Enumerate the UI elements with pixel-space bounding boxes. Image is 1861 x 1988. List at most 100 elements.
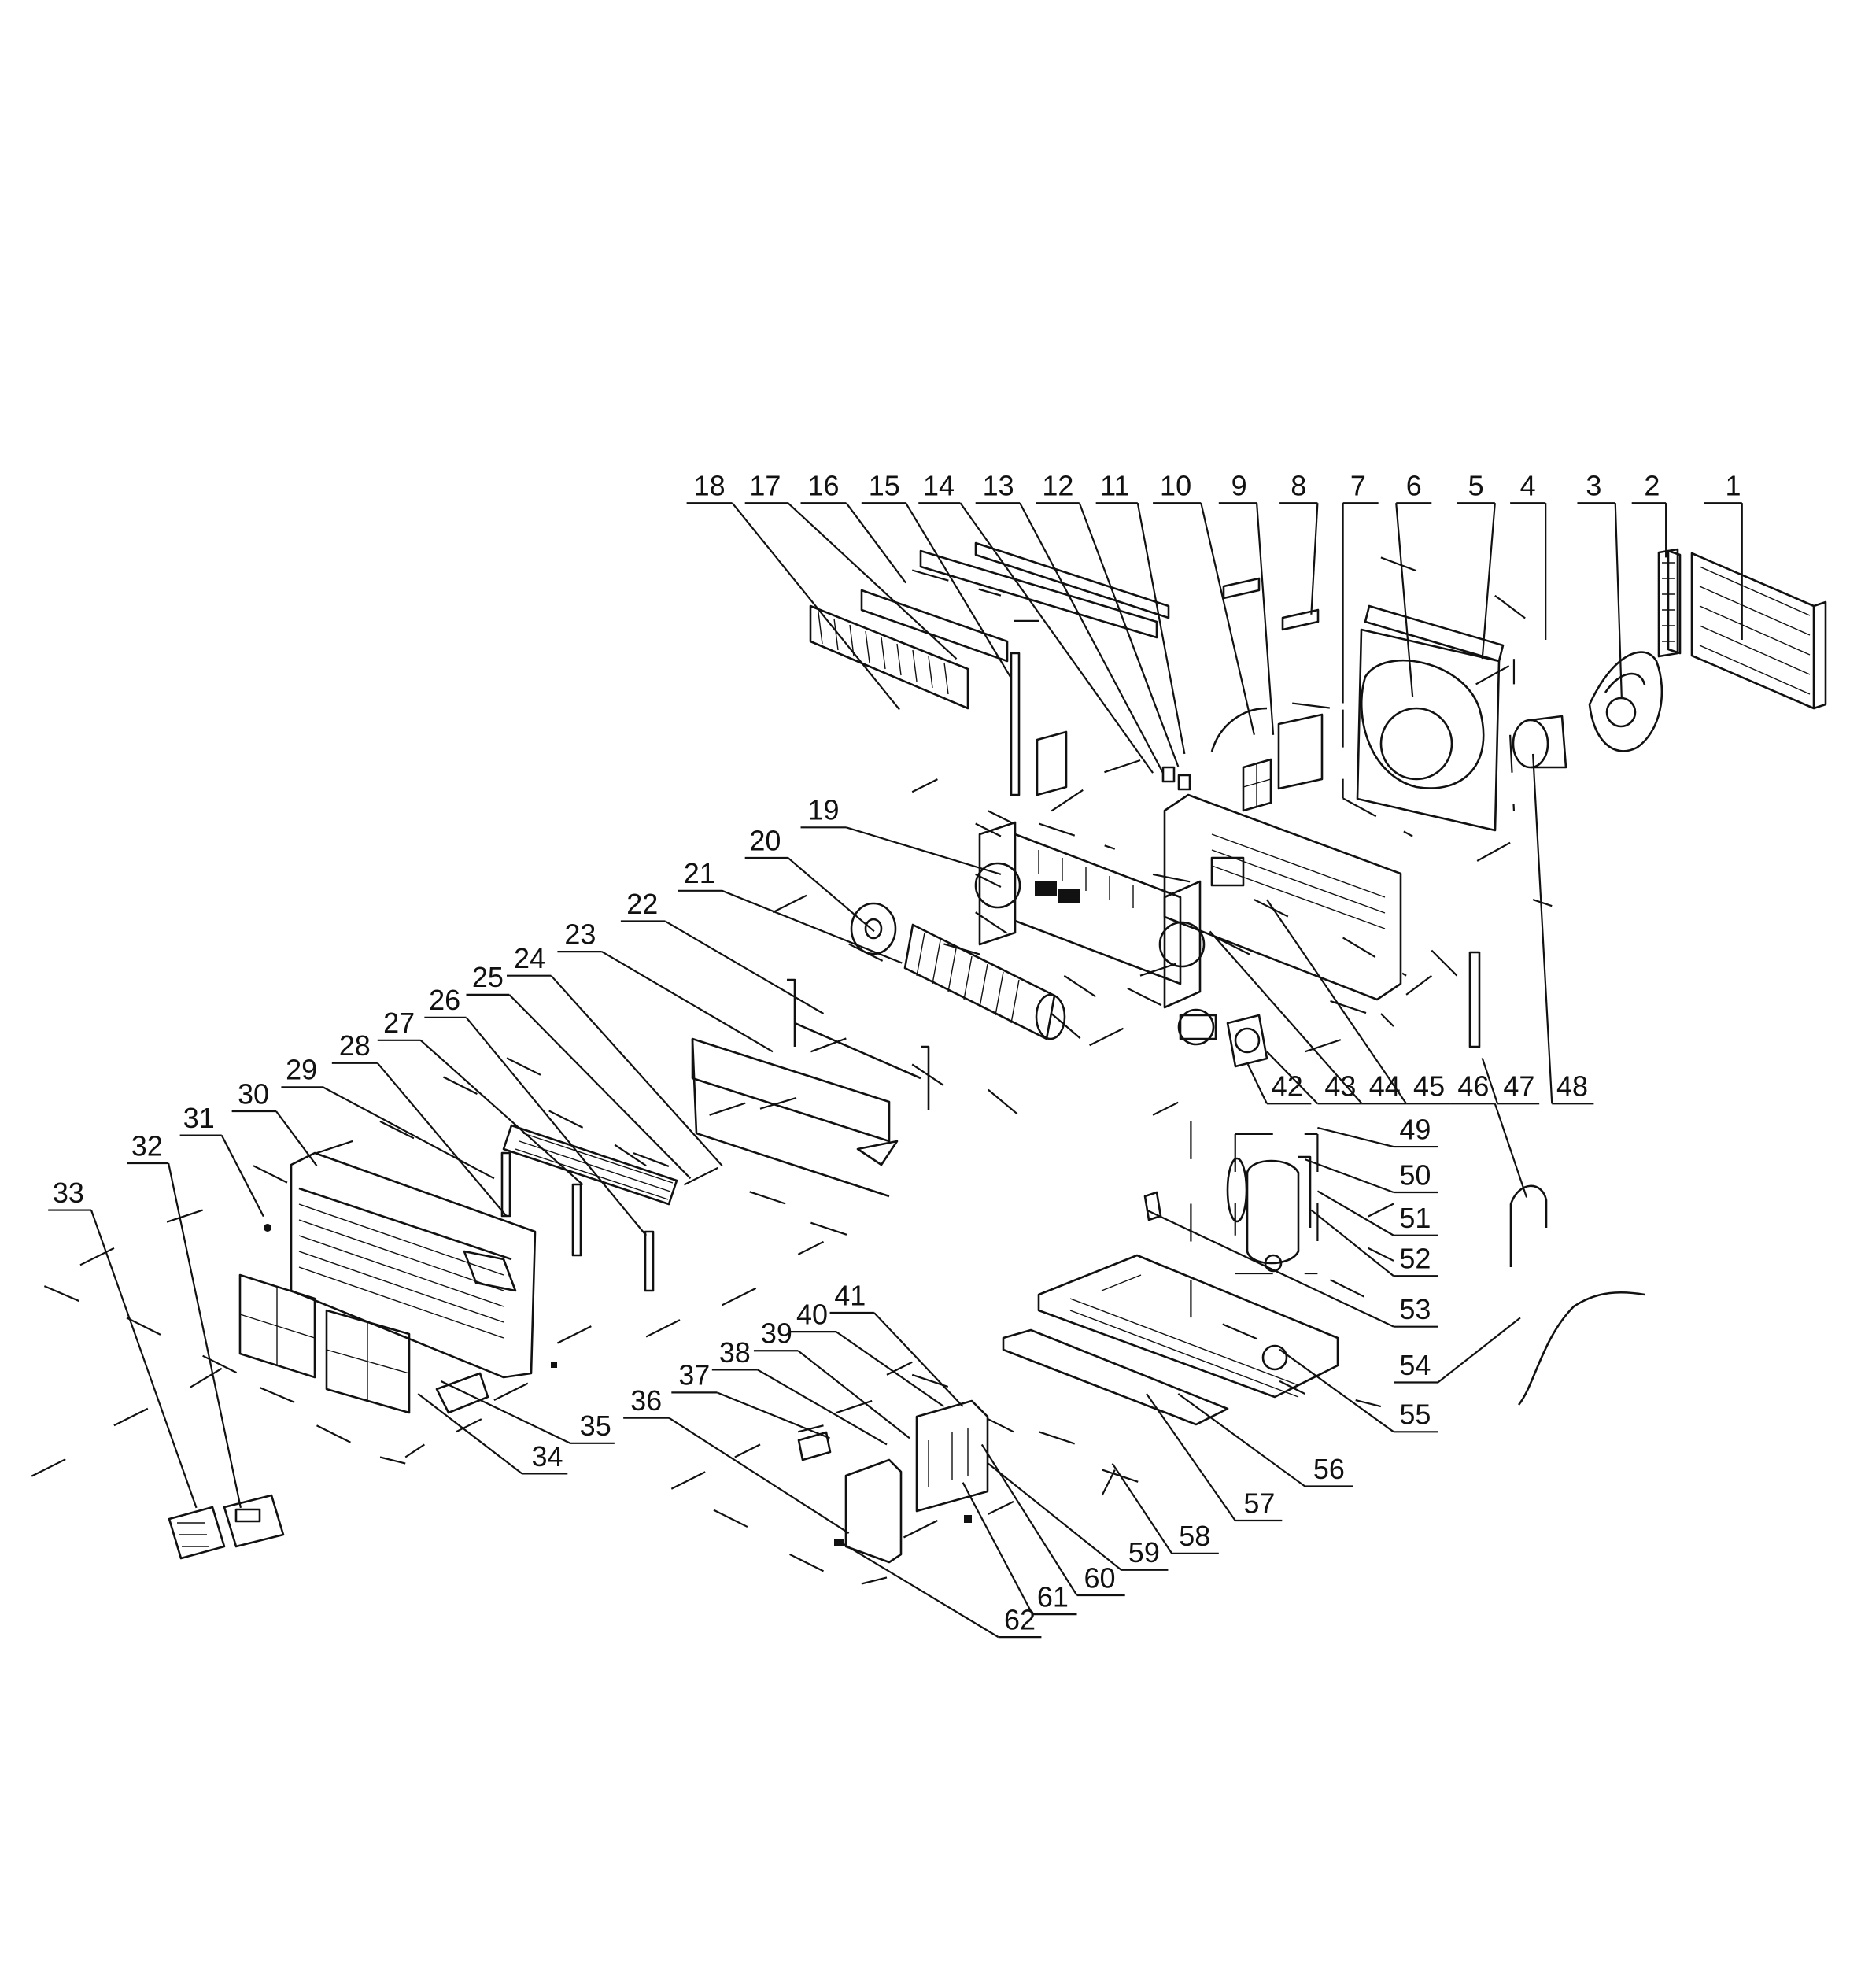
assembly-guide-dash <box>734 1443 761 1458</box>
assembly-guide-dash <box>709 1506 748 1528</box>
part-motor-bracket <box>1226 1014 1268 1068</box>
callout-label-55: 55 <box>1399 1399 1431 1431</box>
assembly-guide-dash <box>797 1240 824 1255</box>
assembly-guide-dash <box>899 1520 938 1541</box>
part-axial-fan-blade <box>1588 651 1663 752</box>
part-access-door <box>435 1372 489 1414</box>
assembly-guide-dash <box>785 1551 824 1572</box>
callout-leader-53 <box>1146 1209 1394 1328</box>
callout-leader-32 <box>168 1162 242 1509</box>
callout-leader-29 <box>323 1086 495 1180</box>
callout-leader-10 <box>1200 502 1255 736</box>
assembly-guide-dash <box>1380 1013 1394 1027</box>
assembly-guide-dash <box>1038 822 1116 850</box>
callout-label-53: 53 <box>1399 1293 1431 1325</box>
part-strip-b <box>571 1183 582 1257</box>
assembly-guide-dash <box>1355 1399 1382 1408</box>
callout-label-43: 43 <box>1324 1070 1356 1103</box>
assembly-guide-dash <box>1330 1279 1369 1300</box>
callout-leader-9 <box>1256 503 1275 735</box>
assembly-guide-dash <box>911 1373 951 1388</box>
part-condenser-coil <box>1667 549 1827 710</box>
callout-label-14: 14 <box>923 470 955 502</box>
part-clip-b <box>1177 774 1191 791</box>
callout-label-8: 8 <box>1291 470 1306 502</box>
assembly-guide-dash <box>126 1317 178 1344</box>
callout-label-52: 52 <box>1399 1243 1431 1275</box>
callout-leader-5 <box>1481 503 1496 660</box>
assembly-guide-dash <box>443 1076 482 1097</box>
callout-label-15: 15 <box>869 470 900 502</box>
callout-label-3: 3 <box>1586 470 1601 502</box>
callout-leader-31 <box>220 1135 264 1218</box>
part-blower-motor <box>1177 1008 1217 1046</box>
callout-label-57: 57 <box>1243 1487 1275 1519</box>
callout-label-60: 60 <box>1084 1561 1115 1594</box>
assembly-guide-dash <box>1216 937 1268 964</box>
assembly-guide-dash <box>1063 974 1103 1002</box>
callout-leader-44 <box>1209 930 1363 1105</box>
callout-labels: 1234567891011121314151617181920212223242… <box>53 470 1741 1636</box>
callout-label-45: 45 <box>1413 1070 1445 1103</box>
assembly-guide-dash <box>1292 702 1343 711</box>
assembly-guide-dash <box>709 1101 748 1116</box>
callout-leader-43 <box>1266 1051 1319 1105</box>
callout-label-26: 26 <box>429 984 460 1016</box>
part-grille-panel <box>1242 758 1272 812</box>
callout-label-7: 7 <box>1350 470 1366 502</box>
assembly-guide-dash <box>975 911 1014 939</box>
assembly-guide-dash <box>1089 1025 1128 1047</box>
assembly-guide-dash <box>988 810 1014 825</box>
callout-leader-39 <box>797 1350 910 1439</box>
assembly-guide-dash <box>722 1285 761 1306</box>
assembly-guide-dash <box>798 1424 824 1433</box>
assembly-guide-dash <box>1051 785 1091 812</box>
assembly-guide-dash <box>493 1380 533 1402</box>
assembly-guide-dash <box>747 1190 786 1205</box>
assembly-guide-dash <box>164 1209 203 1224</box>
assembly-guide-dash <box>456 1418 482 1433</box>
callout-label-30: 30 <box>238 1077 269 1110</box>
part-display-board <box>168 1506 226 1560</box>
assembly-guide-dash <box>43 1285 90 1306</box>
callout-label-21: 21 <box>684 857 715 889</box>
assembly-guide-dash <box>544 1107 584 1129</box>
callout-label-36: 36 <box>630 1384 662 1417</box>
assembly-guide-dash <box>1509 734 1516 811</box>
callout-leader-50 <box>1304 1158 1394 1194</box>
callout-leader-42 <box>1246 1063 1268 1104</box>
part-small-plate <box>1036 730 1068 796</box>
callout-label-19: 19 <box>807 794 839 826</box>
assembly-guide-dash <box>1254 899 1305 926</box>
assembly-guide-dash <box>988 1088 1027 1122</box>
callout-leader-17 <box>787 502 958 660</box>
callout-leader-3 <box>1614 503 1623 697</box>
callout-leader-23 <box>601 951 774 1053</box>
callout-leader-45 <box>1266 899 1408 1104</box>
assembly-guide-dash <box>1051 1013 1097 1053</box>
callout-label-28: 28 <box>339 1029 371 1062</box>
part-top-cover <box>919 541 1170 639</box>
assembly-guide-dash <box>1038 1431 1077 1446</box>
callout-label-17: 17 <box>749 470 781 502</box>
callout-leader-41 <box>873 1312 964 1407</box>
assembly-guide-dash <box>1127 987 1179 1014</box>
callout-label-33: 33 <box>53 1177 84 1209</box>
assembly-guide-dash <box>1222 1323 1268 1344</box>
callout-leader-56 <box>1177 1393 1305 1487</box>
assembly-guide-dash <box>1101 1469 1116 1496</box>
assembly-guide-dash <box>113 1406 153 1427</box>
callout-leader-22 <box>664 920 825 1014</box>
callout-leader-30 <box>275 1110 318 1166</box>
callout-label-37: 37 <box>678 1359 710 1391</box>
part-small-clip <box>551 1362 557 1368</box>
callout-leader-8 <box>1310 503 1319 615</box>
assembly-guide-dash <box>911 778 938 793</box>
callout-leader-12 <box>1078 502 1180 767</box>
callout-leader-6 <box>1395 503 1414 697</box>
assembly-guide-dash <box>1102 759 1141 774</box>
assembly-guide-dash <box>1152 1101 1179 1116</box>
callout-leader-48 <box>1532 753 1553 1104</box>
part-screw <box>264 1224 271 1232</box>
part-base-pan <box>1037 1191 1339 1399</box>
